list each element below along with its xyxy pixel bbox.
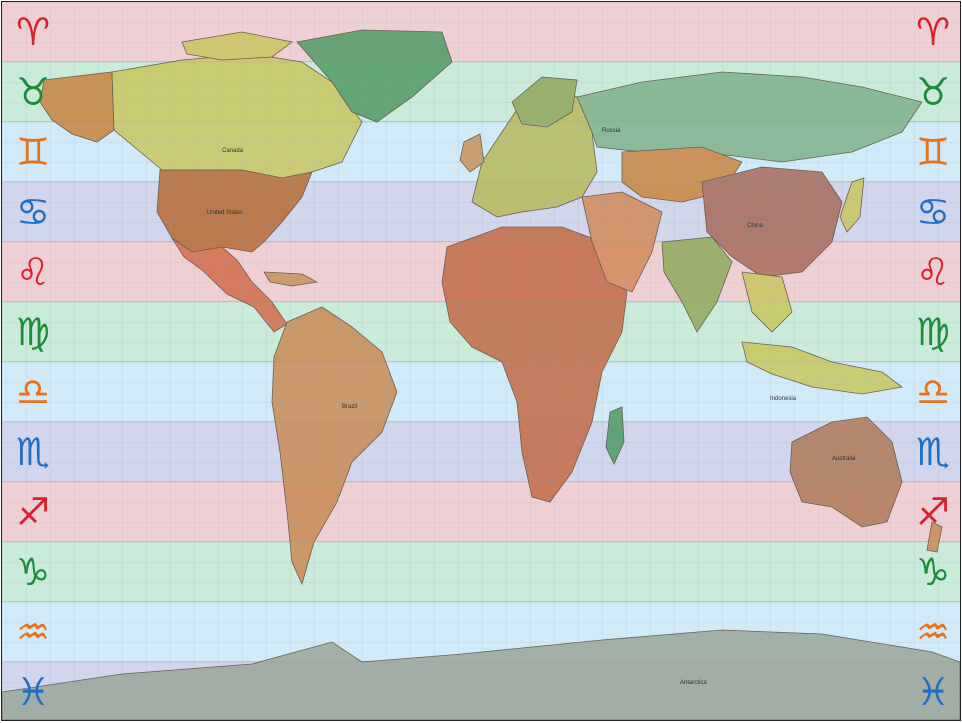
scorpio-icon: ♏︎ [15,430,51,474]
label-indonesia: Indonesia [770,396,797,402]
libra-icon: ♎︎ [15,370,51,414]
label-china: China [747,223,763,229]
aquarius-icon: ♒︎ [915,610,951,654]
map-labels: Canada United States Brazil Russia China… [207,128,856,686]
scorpio-icon: ♏︎ [915,430,951,474]
label-united-states: United States [207,210,243,216]
pisces-icon: ♓︎ [15,670,51,714]
gemini-icon: ♊︎ [15,130,51,174]
sagittarius-icon: ♐︎ [915,490,951,534]
label-canada: Canada [222,148,244,154]
capricorn-icon: ♑︎ [15,550,51,594]
sagittarius-icon: ♐︎ [15,490,51,534]
gemini-icon: ♊︎ [915,130,951,174]
leo-icon: ♌︎ [915,250,951,294]
aquarius-icon: ♒︎ [15,610,51,654]
capricorn-icon: ♑︎ [915,550,951,594]
virgo-icon: ♍︎ [15,310,51,354]
aries-icon: ♈︎ [15,10,51,54]
label-antarctica: Antarctica [680,680,707,686]
label-russia: Russia [602,128,621,134]
libra-icon: ♎︎ [915,370,951,414]
taurus-icon: ♉︎ [915,70,951,114]
leo-icon: ♌︎ [15,250,51,294]
pisces-icon: ♓︎ [915,670,951,714]
aries-icon: ♈︎ [915,10,951,54]
cancer-icon: ♋︎ [915,190,951,234]
cancer-icon: ♋︎ [15,190,51,234]
label-brazil: Brazil [342,404,357,410]
label-australia: Australia [832,456,856,462]
virgo-icon: ♍︎ [915,310,951,354]
taurus-icon: ♉︎ [15,70,51,114]
